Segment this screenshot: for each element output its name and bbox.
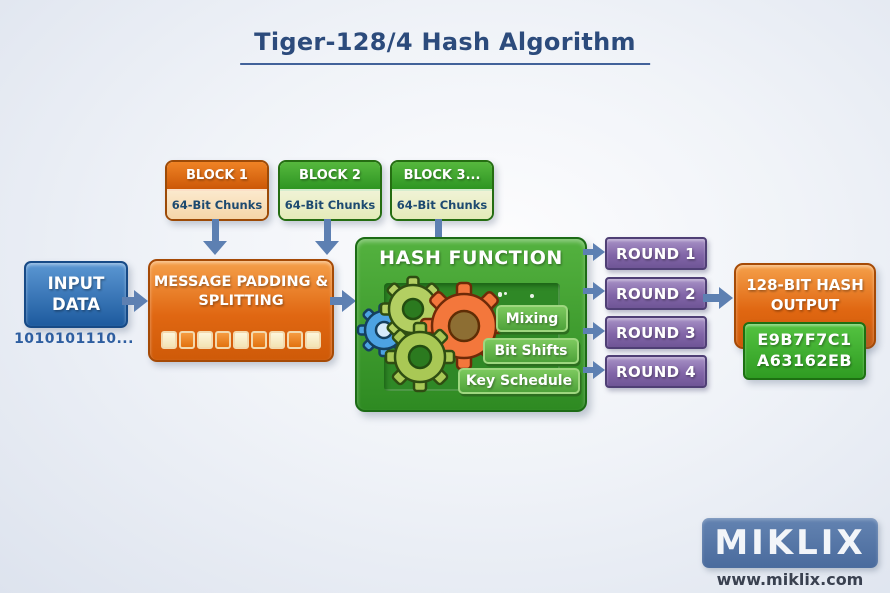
arrow-shaft	[330, 297, 342, 305]
arrow-shaft	[211, 219, 219, 241]
hash-function-box: HASH FUNCTION	[355, 237, 587, 412]
occluded-text-artifact	[498, 292, 502, 297]
round-3-label: ROUND 3	[616, 323, 696, 342]
arrow-shaft	[583, 328, 593, 334]
arrow-shaft	[583, 367, 593, 373]
round-1-label: ROUND 1	[616, 244, 696, 263]
message-padding-box: MESSAGE PADDING & SPLITTING	[148, 259, 334, 362]
padding-square	[269, 331, 285, 349]
arrow-input-to-padding-icon	[122, 290, 148, 312]
block-1-chunks-label: 64-Bit Chunks	[167, 191, 267, 219]
arrow-head	[719, 287, 733, 309]
arrow-block1-to-padding-icon	[203, 219, 227, 255]
padding-square	[179, 331, 195, 349]
operation-key-schedule-label: Key Schedule	[465, 373, 573, 389]
input-data-box: INPUT DATA	[24, 261, 128, 328]
arrow-shaft	[583, 288, 593, 294]
arrow-head	[203, 241, 227, 255]
padding-square	[215, 331, 231, 349]
round-2-box: ROUND 2	[605, 277, 707, 310]
gear-icon-green-bottom	[384, 321, 456, 393]
arrow-shaft	[703, 294, 719, 302]
padding-squares-row	[160, 331, 322, 349]
block-2-box: BLOCK 2 64-Bit Chunks	[278, 160, 382, 221]
padding-square	[161, 331, 177, 349]
arrow-padding-to-hash-icon	[330, 290, 356, 312]
arrow-shaft	[323, 219, 331, 241]
hash-value-line-2: A63162EB	[756, 351, 853, 370]
block-2-label: BLOCK 2	[280, 162, 380, 191]
round-4-label: ROUND 4	[616, 362, 696, 381]
block-3-chunks-label: 64-Bit Chunks	[392, 191, 492, 219]
gears-illustration	[356, 275, 509, 393]
padding-square	[197, 331, 213, 349]
arrow-shaft	[583, 249, 593, 255]
block-3-label: BLOCK 3...	[392, 162, 492, 191]
operation-bit-shifts-box: Bit Shifts	[483, 338, 579, 364]
block-1-label: BLOCK 1	[167, 162, 267, 191]
arrow-head	[593, 282, 605, 300]
operation-mixing-label: Mixing	[505, 310, 559, 327]
padding-square	[233, 331, 249, 349]
arrow-head	[593, 322, 605, 340]
hash-value-box: E9B7F7C1 A63162EB	[743, 322, 866, 380]
hash-function-title: HASH FUNCTION	[379, 247, 563, 269]
padding-square	[305, 331, 321, 349]
arrow-head	[593, 243, 605, 261]
round-1-box: ROUND 1	[605, 237, 707, 270]
hash-output-label: 128-BIT HASH OUTPUT	[746, 276, 864, 314]
arrow-shaft	[122, 297, 134, 305]
arrow-head	[342, 290, 356, 312]
block-2-chunks-label: 64-Bit Chunks	[280, 191, 380, 219]
operation-mixing-box: Mixing	[496, 305, 568, 332]
arrow-block2-to-padding-icon	[315, 219, 339, 255]
arrow-hash-to-round4-icon	[583, 361, 605, 379]
block-1-box: BLOCK 1 64-Bit Chunks	[165, 160, 269, 221]
round-4-box: ROUND 4	[605, 355, 707, 388]
arrow-head	[593, 361, 605, 379]
input-binary-text: 1010101110...	[14, 331, 134, 347]
message-padding-label: MESSAGE PADDING & SPLITTING	[153, 274, 329, 309]
round-2-label: ROUND 2	[616, 284, 696, 303]
arrow-rounds-to-output-icon	[703, 287, 733, 309]
page-title: Tiger-128/4 Hash Algorithm	[240, 28, 650, 65]
arrow-head	[134, 290, 148, 312]
padding-square	[251, 331, 267, 349]
hash-value-line-1: E9B7F7C1	[757, 330, 852, 350]
padding-square	[287, 331, 303, 349]
gear-icon-orange	[419, 281, 509, 371]
connector-block3-to-hash	[435, 219, 442, 239]
block-3-box: BLOCK 3... 64-Bit Chunks	[390, 160, 494, 221]
arrow-hash-to-round2-icon	[583, 282, 605, 300]
occluded-text-artifact	[504, 292, 507, 295]
occluded-text-artifact	[530, 294, 534, 298]
arrow-hash-to-round3-icon	[583, 322, 605, 340]
brand-logo: MIKLIX	[702, 518, 878, 568]
input-data-label: INPUT DATA	[47, 273, 105, 314]
operation-bit-shifts-label: Bit Shifts	[494, 343, 568, 359]
arrow-hash-to-round1-icon	[583, 243, 605, 261]
brand-url: www.miklix.com	[716, 570, 864, 589]
round-3-box: ROUND 3	[605, 316, 707, 349]
arrow-head	[315, 241, 339, 255]
operation-key-schedule-box: Key Schedule	[458, 368, 580, 394]
